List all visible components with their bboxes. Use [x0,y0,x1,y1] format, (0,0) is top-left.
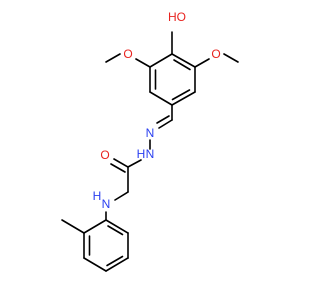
bond [149,53,173,68]
bond [171,53,196,68]
amine-h-label: H [93,189,102,203]
bond-ch-n-double-b [156,115,170,124]
bond [83,257,107,272]
bond-c-o-double-b [110,163,126,173]
aromatic-inner-bond [171,89,191,101]
lower-aromatic-ring [83,219,129,272]
hydroxyl-label: HO [168,10,186,24]
bond [83,219,107,234]
hydrazide-h-label: H [137,147,146,161]
bond [105,219,129,234]
molecule-structure: HO O O N H N O H N [61,10,239,272]
aromatic-inner-bond [107,225,124,236]
bond-o-ch3-left [105,53,121,63]
bond-c-o-left [135,58,151,68]
hydrazide-nitrogen-label: N [146,147,155,161]
bond-ch-n-double-a [158,119,173,129]
methoxy-left-oxygen-label: O [123,47,132,61]
bond-ring-methyl [61,219,85,234]
bond-c-o-double-a [113,158,129,168]
bond-ch2-n [114,191,129,201]
bond-c-o-right [194,58,210,68]
carbonyl-oxygen-label: O [100,148,109,162]
upper-aromatic-ring [149,53,196,106]
methoxy-right-oxygen-label: O [211,47,220,61]
imine-nitrogen-label: N [146,126,155,140]
bond [171,91,196,106]
amine-nitrogen-label: N [102,197,111,211]
aromatic-inner-bond [106,255,124,267]
bond-n-carbonyl [127,159,142,168]
aromatic-inner-bond [173,59,191,71]
bond [105,257,129,272]
bond-o-ch3-right [223,53,239,63]
bond [149,91,173,106]
